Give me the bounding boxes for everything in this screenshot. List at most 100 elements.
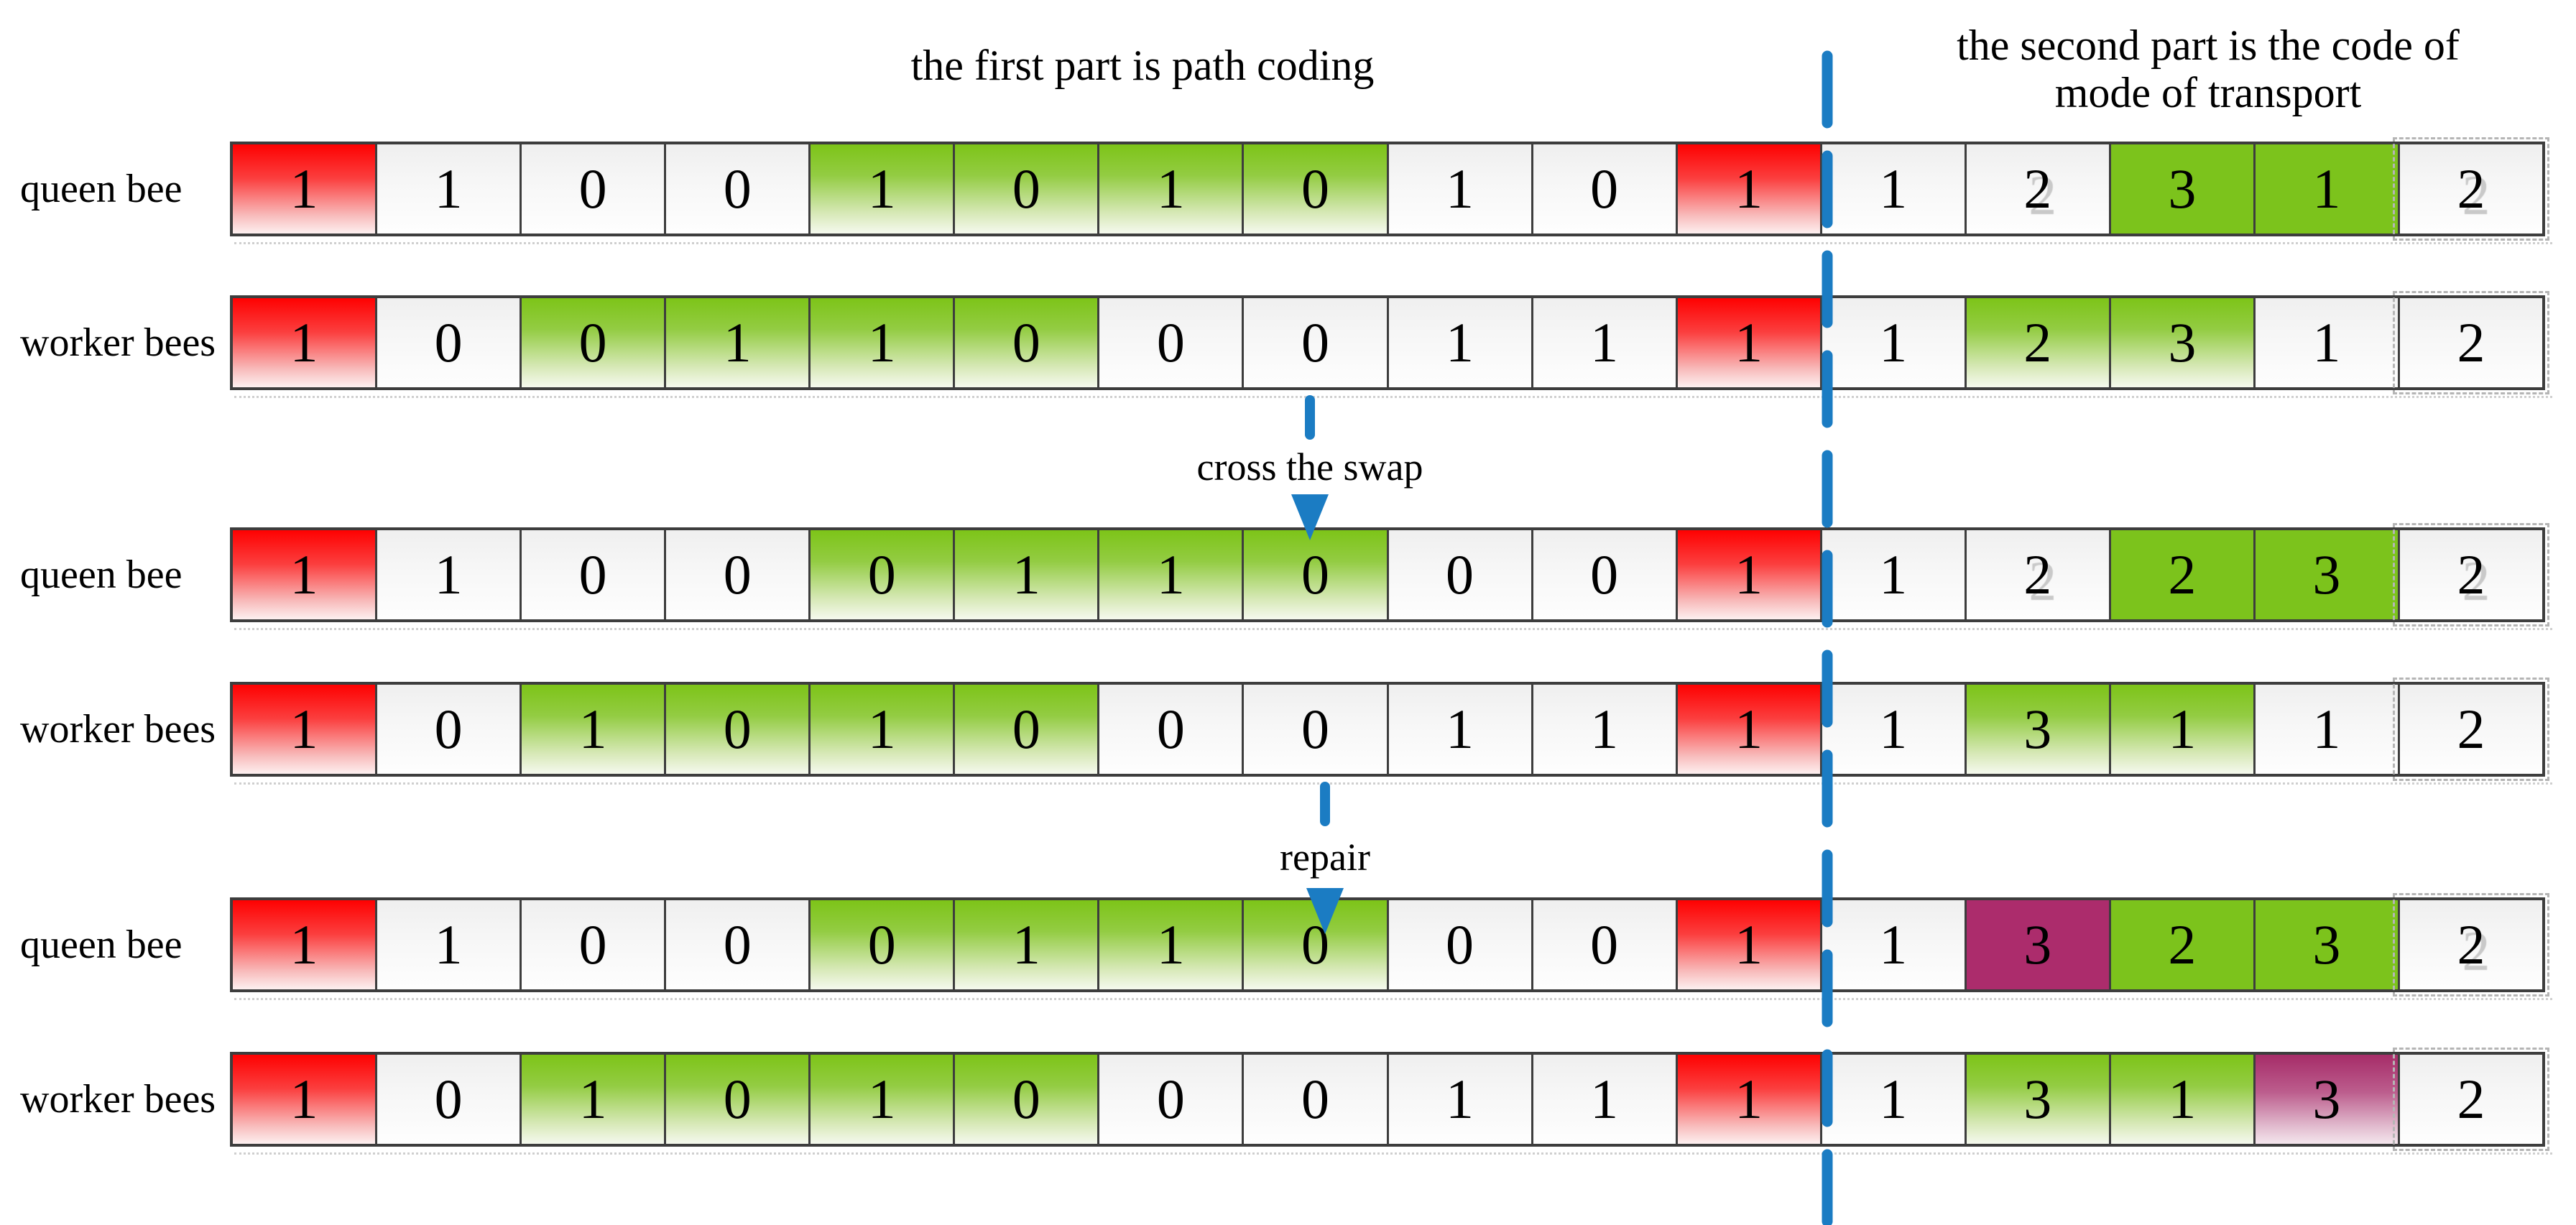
gene-cell: 0 xyxy=(377,298,522,387)
gene-cell: 1 xyxy=(522,1055,667,1144)
gene-cell: 1 xyxy=(2255,685,2400,774)
gene-cell: 1 xyxy=(955,900,1100,989)
gene-cell: 1 xyxy=(811,685,956,774)
row-label-worker-bees: worker bees xyxy=(20,707,216,752)
gene-cell: 1 xyxy=(811,1055,956,1144)
row-label-queen-bee: queen bee xyxy=(20,553,183,597)
gene-cell: 0 xyxy=(666,530,811,619)
gene-cell: 1 xyxy=(233,530,378,619)
gene-cell: 0 xyxy=(1533,144,1678,234)
gene-cell: 1 xyxy=(1099,530,1245,619)
gene-cell: 1 xyxy=(1677,530,1822,619)
gene-cell: 2 xyxy=(1966,144,2111,234)
gene-cell: 1 xyxy=(2255,298,2400,387)
gene-cell: 2 xyxy=(2392,1048,2550,1151)
gene-cell: 0 xyxy=(666,900,811,989)
gene-cell: 1 xyxy=(1822,1055,1967,1144)
gene-cell: 0 xyxy=(666,144,811,234)
gene-cell: 1 xyxy=(1533,685,1678,774)
gene-cell: 2 xyxy=(2392,137,2550,241)
gene-cell: 0 xyxy=(1244,530,1389,619)
gene-cell: 1 xyxy=(233,298,378,387)
gene-cell: 0 xyxy=(1388,530,1533,619)
gene-cell: 0 xyxy=(811,900,956,989)
gene-cell: 1 xyxy=(1533,1055,1678,1144)
gene-cell: 0 xyxy=(955,1055,1100,1144)
gene-cell: 1 xyxy=(1388,144,1533,234)
gene-cell: 1 xyxy=(1822,685,1967,774)
gene-cell: 0 xyxy=(1533,530,1678,619)
gene-cell: 0 xyxy=(1099,1055,1245,1144)
gene-cell: 1 xyxy=(1388,1055,1533,1144)
gene-cell: 1 xyxy=(2110,1055,2256,1144)
gene-cell: 1 xyxy=(377,530,522,619)
gene-cell: 0 xyxy=(522,530,667,619)
gene-cell: 1 xyxy=(1677,144,1822,234)
gene-cell: 1 xyxy=(1822,900,1967,989)
gene-cell: 0 xyxy=(522,298,667,387)
gene-cell: 0 xyxy=(1099,685,1245,774)
gene-cell: 0 xyxy=(1099,298,1245,387)
gene-cell: 1 xyxy=(1822,144,1967,234)
gene-cell: 1 xyxy=(811,144,956,234)
gene-cell: 3 xyxy=(2255,1055,2400,1144)
gene-cell: 1 xyxy=(2110,685,2256,774)
gene-cell: 1 xyxy=(233,900,378,989)
gene-cell: 1 xyxy=(811,298,956,387)
gene-cell: 0 xyxy=(1244,144,1389,234)
row-label-queen-bee: queen bee xyxy=(20,167,183,211)
gene-cell: 1 xyxy=(233,685,378,774)
section-title-transport-line1: the second part is the code of xyxy=(1957,22,2460,69)
gene-cell: 0 xyxy=(522,900,667,989)
gene-cell: 2 xyxy=(2392,678,2550,781)
gene-cell: 0 xyxy=(522,144,667,234)
gene-cell: 1 xyxy=(955,530,1100,619)
gene-cell: 0 xyxy=(666,1055,811,1144)
repair-arrow: repair xyxy=(1167,782,1483,934)
gene-cell: 1 xyxy=(2255,144,2400,234)
gene-cell: 1 xyxy=(233,1055,378,1144)
section-title-transport-line2: mode of transport xyxy=(2054,69,2362,116)
gene-cell: 1 xyxy=(377,144,522,234)
gene-cell: 1 xyxy=(666,298,811,387)
gene-cell: 1 xyxy=(1388,298,1533,387)
cross-swap-label: cross the swap xyxy=(1196,445,1423,489)
gene-cell: 0 xyxy=(1244,1055,1389,1144)
gene-cell: 2 xyxy=(2110,900,2256,989)
gene-cell: 1 xyxy=(1677,900,1822,989)
gene-cell: 3 xyxy=(2110,298,2256,387)
gene-cell: 0 xyxy=(377,685,522,774)
arrow-shaft xyxy=(1320,782,1330,826)
gene-cell: 0 xyxy=(377,1055,522,1144)
arrow-shaft xyxy=(1305,395,1315,440)
cross-swap-arrow: cross the swap xyxy=(1152,395,1468,540)
arrow-down-icon xyxy=(1306,888,1344,934)
gene-cell: 1 xyxy=(522,685,667,774)
gene-cell: 0 xyxy=(955,685,1100,774)
gene-cell: 1 xyxy=(1388,685,1533,774)
gene-cell: 1 xyxy=(1677,1055,1822,1144)
section-title-transport-coding: the second part is the code of mode of t… xyxy=(1878,22,2539,116)
row-label-worker-bees: worker bees xyxy=(20,1077,216,1122)
gene-cell: 3 xyxy=(2255,530,2400,619)
gene-cell: 0 xyxy=(1244,298,1389,387)
gene-cell: 3 xyxy=(2110,144,2256,234)
gene-cell: 2 xyxy=(1966,298,2111,387)
gene-cell: 0 xyxy=(811,530,956,619)
gene-cell: 1 xyxy=(1099,144,1245,234)
gene-cell: 1 xyxy=(1533,298,1678,387)
gene-cell: 1 xyxy=(1822,530,1967,619)
repair-label: repair xyxy=(1280,836,1370,879)
gene-cell: 1 xyxy=(233,144,378,234)
gene-cell: 1 xyxy=(1099,900,1245,989)
gene-cell: 2 xyxy=(2392,893,2550,997)
gene-cell: 2 xyxy=(1966,530,2111,619)
gene-cell: 1 xyxy=(377,900,522,989)
gene-cell: 2 xyxy=(2392,523,2550,627)
gene-cell: 0 xyxy=(955,298,1100,387)
